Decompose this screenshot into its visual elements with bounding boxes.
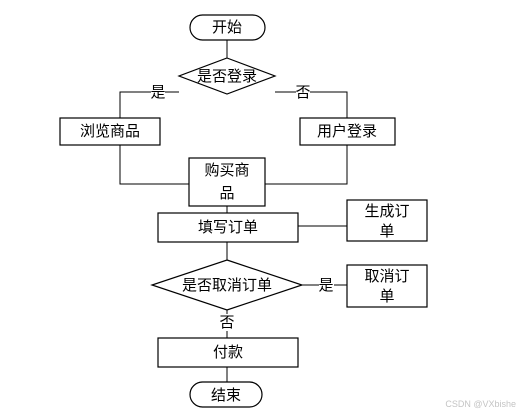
buy-box [188,157,266,207]
cancel-order-label-line1: 取消订 [364,267,409,285]
fill-order-label: 填写订单 [198,218,258,236]
buy-label-line2: 品 [219,184,234,202]
edge-browse-to-buy [119,145,189,185]
gen-order-label-line2: 单 [379,222,394,240]
end-terminator [189,381,263,408]
edge-login-no-to-user-login [275,91,348,118]
watermark: CSDN @VXbishe [445,399,516,409]
buy-label-line1: 购买商 [204,161,249,179]
cancel-order-box [346,264,428,308]
gen-order-label-line1: 生成订 [364,202,409,220]
cancel-yes-label: 是 [318,276,333,294]
browse-label: 浏览商品 [80,122,140,140]
login-check-label: 是否登录 [197,67,257,85]
end-label: 结束 [211,386,241,404]
cancel-order-label-line2: 单 [379,287,394,305]
cancel-check-decision [150,259,304,311]
edge-user-login-to-buy [265,145,348,185]
user-login-label: 用户登录 [317,122,377,140]
user-login-box [299,117,396,146]
start-terminator [189,14,266,41]
start-label: 开始 [212,18,242,36]
login-check-decision [177,57,277,95]
login-yes-label: 是 [150,83,165,101]
pay-label: 付款 [213,343,243,361]
shapes [59,14,428,408]
pay-box [157,337,299,368]
login-no-label: 否 [295,83,310,101]
fill-order-box [157,212,299,243]
gen-order-box [346,199,428,242]
cancel-check-label: 是否取消订单 [182,276,272,294]
browse-box [59,117,161,146]
cancel-no-label: 否 [219,313,234,331]
edge-label-backgrounds [151,84,334,331]
